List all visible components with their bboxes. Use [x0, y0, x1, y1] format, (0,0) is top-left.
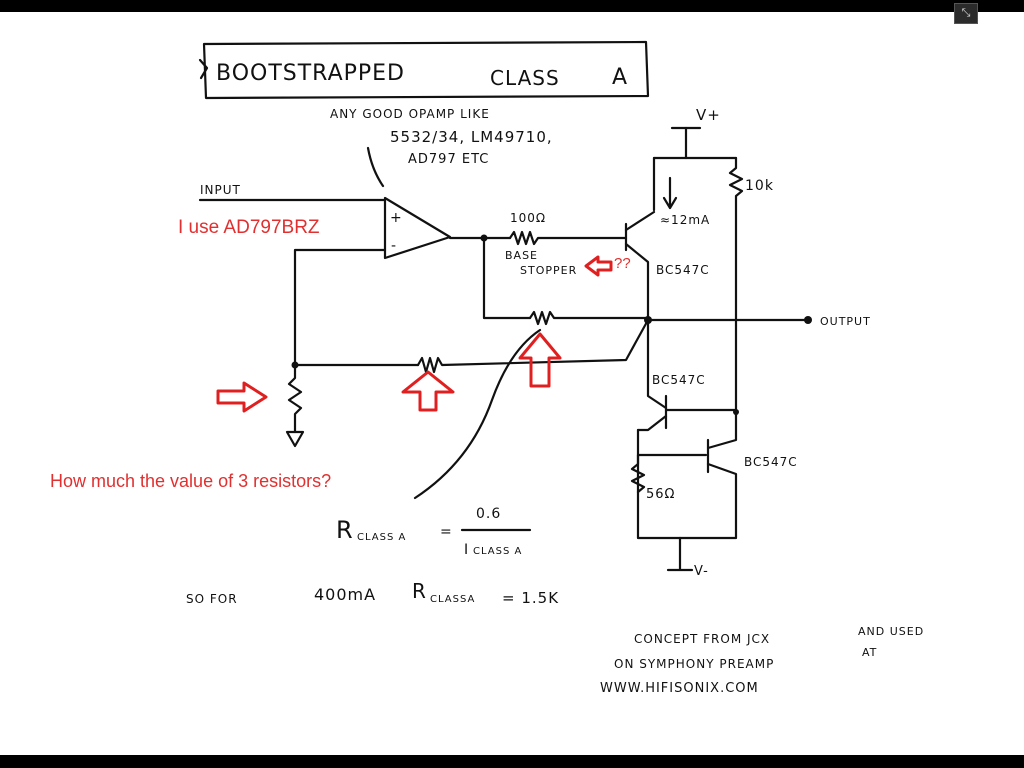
red-arrow-up-icon — [401, 370, 455, 412]
q2-label: BC547C — [652, 373, 706, 387]
vplus-label: V+ — [696, 106, 721, 124]
resistor-56 — [630, 453, 646, 494]
example-current: 400mA — [314, 585, 376, 604]
resistor-bootstrap — [528, 310, 650, 326]
red-arrow-right-icon — [216, 381, 268, 413]
output-label: OUTPUT — [820, 315, 871, 328]
title-word-a: A — [612, 65, 628, 90]
formula-numerator: 0.6 — [476, 506, 501, 522]
red-arrow-up-large-icon — [518, 332, 562, 388]
input-label: INPUT — [200, 183, 241, 197]
resistor-class-a — [416, 318, 650, 374]
opamp-minus-label: - — [391, 238, 397, 254]
q3-label: BC547C — [744, 455, 798, 469]
title-word-class: CLASS — [490, 66, 560, 90]
transistor-q1: BC547C — [624, 210, 710, 322]
base-label: BASE — [505, 249, 538, 262]
paper-sheet — [0, 12, 1024, 755]
stopper-label: STOPPER — [520, 264, 577, 277]
annotation-question: How much the value of 3 resistors? — [50, 471, 331, 491]
opamp-plus-label: + — [390, 210, 403, 226]
resistor-10k-label: 10k — [745, 178, 774, 194]
credit-line1a: CONCEPT FROM JCX — [634, 632, 770, 646]
current-label: ≈12mA — [660, 213, 710, 227]
opamp-note-pointer — [366, 146, 385, 188]
credit-line1b: AND USED — [858, 625, 924, 638]
credit-line2a: ON SYMPHONY PREAMP — [614, 657, 774, 671]
q1-label: BC547C — [656, 263, 710, 277]
example-result: = 1.5K — [502, 589, 559, 607]
title-word-bootstrapped: BOOTSTRAPPED — [216, 61, 405, 86]
formula-denominator-sub: CLASS A — [473, 546, 522, 557]
resistor-base-stopper — [508, 230, 628, 246]
title-box: BOOTSTRAPPED CLASS A — [198, 40, 650, 100]
example-r: R — [412, 579, 427, 603]
resistor-ground — [287, 363, 303, 434]
output-terminal — [804, 316, 812, 324]
credit-note: CONCEPT FROM JCX AND USED ON SYMPHONY PR… — [600, 625, 924, 696]
annotation-question-marks: ?? — [614, 255, 631, 272]
resistor-100-label: 100Ω — [510, 211, 546, 225]
ground-symbol — [285, 430, 305, 448]
class-a-formula: R CLASS A = 0.6 I CLASS A — [336, 506, 532, 558]
annotation-opamp-used: I use AD797BRZ — [178, 217, 320, 238]
formula-equals: = — [440, 524, 453, 540]
formula-r-sub: CLASS A — [357, 532, 406, 543]
transistor-q3: BC547C — [678, 410, 798, 540]
vminus-label: V- — [694, 564, 709, 579]
opamp-note-line2: 5532/34, LM49710, — [390, 128, 553, 146]
formula-denominator: I — [464, 542, 469, 558]
resistor-10k — [728, 156, 744, 417]
opamp-note-line1: ANY GOOD OPAMP LIKE — [330, 107, 490, 121]
opamp-symbol: + - — [383, 196, 452, 260]
opamp-note-line3: AD797 ETC — [408, 152, 489, 167]
transistor-q2: BC547C — [636, 318, 738, 432]
credit-line3: WWW.HIFISONIX.COM — [600, 681, 759, 696]
example-so-for: SO FOR — [186, 592, 238, 606]
red-arrow-left-icon — [584, 255, 613, 277]
resistor-56-label: 56Ω — [646, 487, 675, 502]
example-r-sub: CLASSA — [430, 594, 475, 605]
opamp-note: ANY GOOD OPAMP LIKE 5532/34, LM49710, AD… — [330, 107, 553, 188]
collapse-icon[interactable]: ⤡ — [954, 3, 978, 24]
example-line: SO FOR 400mA R CLASSA = 1.5K — [186, 579, 559, 607]
credit-line2b: AT — [862, 646, 877, 659]
formula-r: R — [336, 516, 354, 544]
